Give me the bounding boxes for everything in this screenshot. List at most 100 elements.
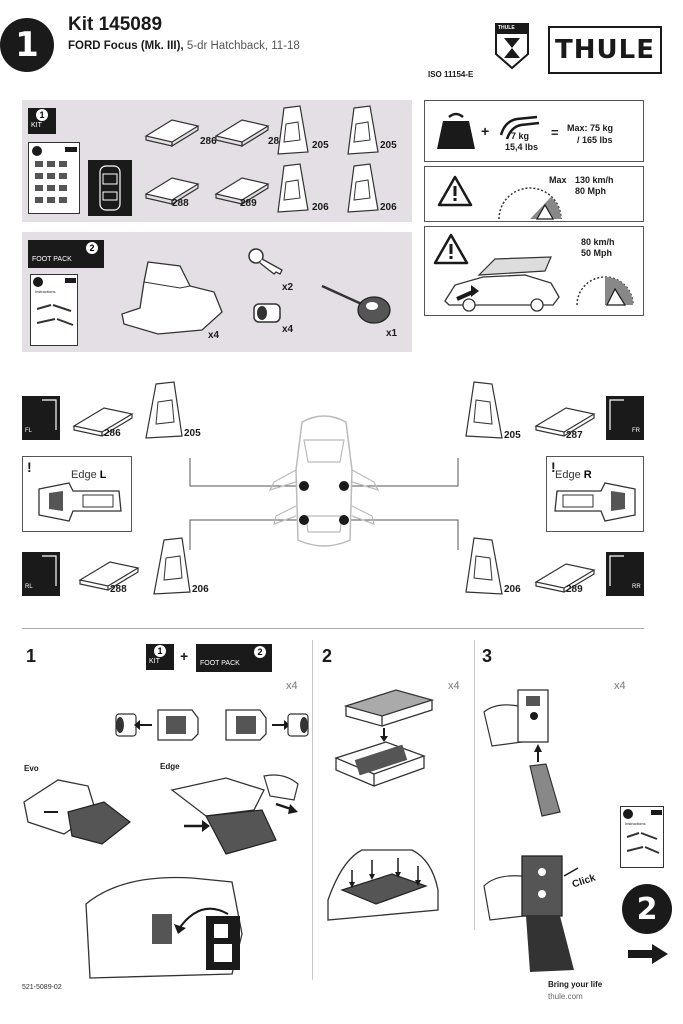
- lock-key-diagram: [85, 876, 243, 979]
- car-top-view: [88, 160, 132, 216]
- foot-205-icon: [277, 105, 309, 155]
- part-286: 286: [200, 136, 217, 147]
- pad-attach-diagram: [334, 689, 435, 787]
- tuv-badge: THULE: [494, 22, 530, 70]
- equals-sign: =: [551, 125, 559, 140]
- vehicle-detail: 5-dr Hatchback, 11-18: [186, 40, 300, 52]
- load-info-panel: + 7 kg 15,4 lbs = Max: 75 kg / 165 lbs: [424, 100, 644, 162]
- car-top-icon: [99, 165, 121, 211]
- part-287: 287: [268, 136, 285, 147]
- kit-instruction-sheet: [28, 142, 80, 214]
- pad-287-icon: [214, 119, 270, 148]
- vehicle-model: FORD Focus (Mk. III),: [68, 40, 184, 52]
- step-2-number: 2: [322, 646, 333, 666]
- step-divider-2: [474, 640, 475, 930]
- evo-foot-diagram: [23, 779, 131, 845]
- speed-low-kmh: 80 km/h: [581, 237, 615, 247]
- rr-foot: 206: [504, 584, 521, 595]
- load-speed-panel: 80 km/h 50 Mph: [424, 226, 644, 316]
- torque-tool-icon: [321, 284, 391, 324]
- pad-286-icon: [144, 119, 200, 148]
- edge-r-side: R: [583, 469, 592, 481]
- part-205-a: 205: [312, 140, 329, 151]
- edge-r-label: Edge R: [555, 469, 592, 481]
- speed-max-mph: 80 Mph: [575, 186, 607, 196]
- edge-l-foot-icon: [38, 482, 122, 522]
- speedometer-low-icon: [576, 276, 634, 306]
- thule-logo: THULE: [548, 26, 662, 74]
- door-corner-icon: [42, 399, 57, 430]
- door-corner-icon: [42, 555, 57, 586]
- foot-205-fr-placement-icon: [465, 381, 503, 439]
- rr-tag: RR: [632, 584, 641, 590]
- step-1-kit-badge: 1 KIT: [146, 644, 174, 670]
- edge-r-panel: ! Edge R: [546, 456, 644, 532]
- step-divider-1: [312, 640, 313, 980]
- step-number-circle: 1: [0, 18, 54, 72]
- step-1-plus: +: [180, 648, 189, 664]
- fl-position-badge: FL: [22, 396, 60, 440]
- rubber-pad-icon: [121, 261, 223, 335]
- fr-tag: FR: [632, 428, 640, 434]
- kit-badge-label: KIT: [31, 122, 42, 129]
- foot-206-placement-icon: [153, 537, 191, 595]
- door-corner-icon: [609, 555, 624, 586]
- pad-289-placement-icon: [534, 563, 596, 593]
- edge-r-foot-icon: [554, 482, 636, 522]
- plus-sign: +: [481, 123, 490, 139]
- step-3-number: 3: [482, 646, 493, 666]
- hourglass-badge-icon: [495, 23, 529, 70]
- instruction-sheet-icon: [32, 146, 77, 203]
- part-205-b: 205: [380, 140, 397, 151]
- fr-position-badge: FR: [606, 396, 644, 440]
- foot-insert-diagram: [483, 689, 561, 817]
- website-link[interactable]: thule.com: [548, 992, 583, 1001]
- max-load-lbs: / 165 lbs: [577, 135, 613, 145]
- foot-click-diagram: [483, 855, 579, 972]
- speed-max-kmh: 130 km/h: [575, 175, 614, 185]
- next-instructions-label: Instructions: [625, 821, 646, 826]
- edge-r-prefix: Edge: [555, 469, 581, 481]
- warning-triangle-icon: [433, 233, 469, 265]
- kit-panel: 1 KIT 286 287: [22, 100, 412, 222]
- edge-label: Edge: [160, 762, 180, 771]
- next-arrow-icon[interactable]: [626, 942, 670, 966]
- car-placement-diagram: [189, 415, 459, 550]
- next-step-circle[interactable]: 2: [622, 884, 672, 934]
- fl-foot: 205: [184, 428, 201, 439]
- kit-badge: 1 KIT: [28, 108, 56, 134]
- speed-low-mph: 50 Mph: [581, 248, 613, 258]
- tagline: Bring your life: [548, 980, 603, 989]
- edge-foot-diagram: [170, 774, 299, 855]
- foot-pack-panel: 2 FOOT PACK Instructions x4 x2 x4 x1: [22, 232, 412, 352]
- key-icon: [248, 248, 283, 275]
- pad-288-placement-icon: [78, 561, 140, 591]
- warning-triangle-icon: [437, 175, 473, 207]
- part-206-b: 206: [380, 202, 397, 213]
- edge-l-label: Edge L: [71, 469, 107, 481]
- car-with-load-icon: [444, 256, 560, 312]
- foot-206-icon: [277, 163, 309, 213]
- thule-logo-text: THULE: [555, 35, 655, 65]
- rl-pad: 288: [110, 584, 127, 595]
- lock-cylinder-icon: [253, 303, 281, 323]
- step-1-foot-num: 2: [254, 646, 266, 658]
- pad-288-icon: [144, 177, 200, 206]
- edge-l-prefix: Edge: [71, 469, 97, 481]
- foot-206-rr-placement-icon: [465, 537, 503, 595]
- foot-206-b-icon: [347, 163, 379, 213]
- edge-l-side: L: [99, 469, 107, 481]
- instruction-sheet-icon: [623, 809, 662, 854]
- part-206-a: 206: [312, 202, 329, 213]
- foot-pack-badge-label: FOOT PACK: [32, 256, 72, 263]
- rl-position-badge: RL: [22, 552, 60, 596]
- next-instruction-sheet: Instructions: [620, 806, 664, 868]
- step-3-count: x4: [614, 680, 626, 692]
- doc-code: 521-5089-02: [22, 984, 62, 991]
- fr-foot: 205: [504, 430, 521, 441]
- weight-icon: [437, 112, 475, 149]
- step-number: 1: [15, 25, 39, 65]
- step-1-kit-label: KIT: [149, 658, 160, 665]
- qty-locks: x4: [282, 324, 294, 335]
- pad-286-placement-icon: [72, 407, 134, 437]
